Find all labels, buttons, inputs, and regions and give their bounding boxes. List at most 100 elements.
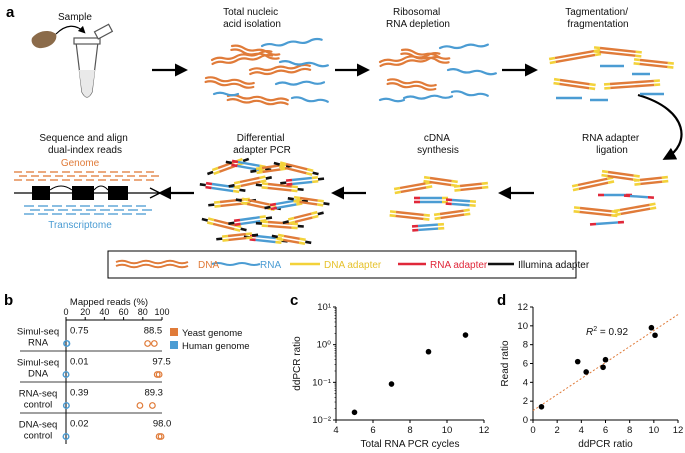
d-x-tick-label: 4 <box>579 425 584 436</box>
b-human-value: 0.02 <box>70 419 89 430</box>
c-y-tick-label: 10⁰ <box>317 340 332 351</box>
cdna-fragment <box>433 208 471 221</box>
c-data-point <box>462 332 469 338</box>
b-yeast-value: 89.3 <box>144 388 163 399</box>
legend-dna: DNA <box>198 260 219 271</box>
pcr-product <box>255 220 304 230</box>
c-x-tick-label: 8 <box>407 425 412 436</box>
sample-label: Sample <box>58 12 92 23</box>
b-human-point <box>62 433 70 440</box>
c-y-tick-label: 10¹ <box>317 302 331 313</box>
b-human-value: 0.01 <box>70 357 89 368</box>
d-data-point <box>600 364 606 371</box>
legend-dna-glyph <box>115 263 189 269</box>
b-human-value: 0.75 <box>70 326 89 337</box>
b-yeast-point <box>148 402 156 409</box>
pcr-product <box>280 175 325 186</box>
b-yeast-value: 98.0 <box>153 419 172 430</box>
b-yeast-value: 88.5 <box>144 326 163 337</box>
tagmentation-fragments <box>548 46 674 102</box>
alignment-diagram <box>14 171 162 215</box>
d-x-tick-label: 0 <box>530 425 535 436</box>
isolation-strand <box>204 76 255 89</box>
arrow-curve-icon <box>637 93 683 160</box>
ligation-fragment <box>633 175 669 186</box>
depletion-strand <box>446 68 497 76</box>
d-y-tick-label: 6 <box>523 359 528 370</box>
tagment-fragment <box>548 48 602 65</box>
d-fit-line <box>532 314 679 412</box>
isolation-strand <box>248 63 312 76</box>
d-data-point <box>574 358 581 365</box>
step-pcr-label: Differential adapter PCR <box>233 133 291 156</box>
intron-arc <box>93 185 109 191</box>
panel-d-letter: d <box>497 292 506 309</box>
legend-yeast: Yeast genome <box>182 328 242 339</box>
isolation-molecules <box>204 37 329 106</box>
d-data-point <box>652 332 658 339</box>
pcr-product <box>255 182 304 193</box>
genome-label: Genome <box>61 158 100 169</box>
cdna-fragment <box>423 175 458 188</box>
tagment-fragment <box>633 58 674 69</box>
legend-dna-adapter: DNA adapter <box>324 260 382 271</box>
ligation-fragment <box>571 176 615 192</box>
ligation-fragment <box>573 206 618 218</box>
c-y-tick-label: 10⁻¹ <box>312 377 331 388</box>
b-yeast-value: 97.5 <box>152 357 171 368</box>
cdna-fragment <box>393 181 433 195</box>
step-sequence-label: Sequence and align dual-index reads <box>39 133 130 156</box>
intron-arc <box>49 185 73 191</box>
d-x-tick-label: 6 <box>603 425 608 436</box>
d-x-tick-label: 12 <box>673 425 684 436</box>
step-ligation-label: RNA adapter ligation <box>582 133 642 156</box>
b-human-point <box>63 340 71 347</box>
c-x-tick-label: 12 <box>479 425 490 436</box>
panel-b-axis-title: Mapped reads (%) <box>70 297 148 308</box>
tissue-sample-icon <box>31 30 57 49</box>
panel-a-letter: a <box>6 4 15 21</box>
step-tagmentation-label: Tagmentation/ fragmentation <box>565 7 631 30</box>
d-y-tick-label: 2 <box>523 396 528 407</box>
legend-yeast-swatch <box>170 328 178 336</box>
d-y-tick-label: 8 <box>523 340 528 351</box>
d-data-point <box>538 404 545 410</box>
step-cdna-label: cDNA synthesis <box>417 133 459 156</box>
legend-human-swatch <box>170 341 178 349</box>
exon-block <box>32 186 50 200</box>
pcr-product <box>250 163 293 175</box>
isolation-strand <box>212 91 240 97</box>
b-x-tick-label: 80 <box>138 307 148 317</box>
b-yeast-point <box>157 433 165 440</box>
workflow-arrows <box>152 63 683 200</box>
cdna-fragment <box>389 210 430 221</box>
cdna-fragments <box>389 175 489 232</box>
d-data-point <box>648 324 655 331</box>
pcr-product <box>225 159 272 173</box>
d-y-label: Read ratio <box>500 340 511 387</box>
isolation-strand <box>210 50 274 66</box>
c-data-point <box>388 381 395 387</box>
d-x-tick-label: 10 <box>649 425 660 436</box>
transcriptome-label: Transcriptome <box>48 220 112 231</box>
panel-b-letter: b <box>4 292 13 309</box>
c-data-point <box>425 348 432 355</box>
isolation-strand <box>290 96 329 103</box>
legend-box: DNA RNA DNA adapter RNA adapter Illumina… <box>107 250 590 279</box>
cdna-fragment <box>453 181 489 192</box>
d-x-tick-label: 2 <box>555 425 560 436</box>
step-depletion-label: Ribosomal RNA depletion <box>386 7 450 30</box>
b-x-tick-label: 40 <box>99 307 109 317</box>
depletion-strand <box>450 90 489 97</box>
cdna-fragment <box>411 222 445 232</box>
c-x-label: Total RNA PCR cycles <box>361 439 460 450</box>
b-human-value: 0.39 <box>70 388 89 399</box>
b-x-tick-label: 60 <box>119 307 129 317</box>
b-x-tick-label: 0 <box>63 307 68 317</box>
b-yeast-point <box>155 371 163 378</box>
